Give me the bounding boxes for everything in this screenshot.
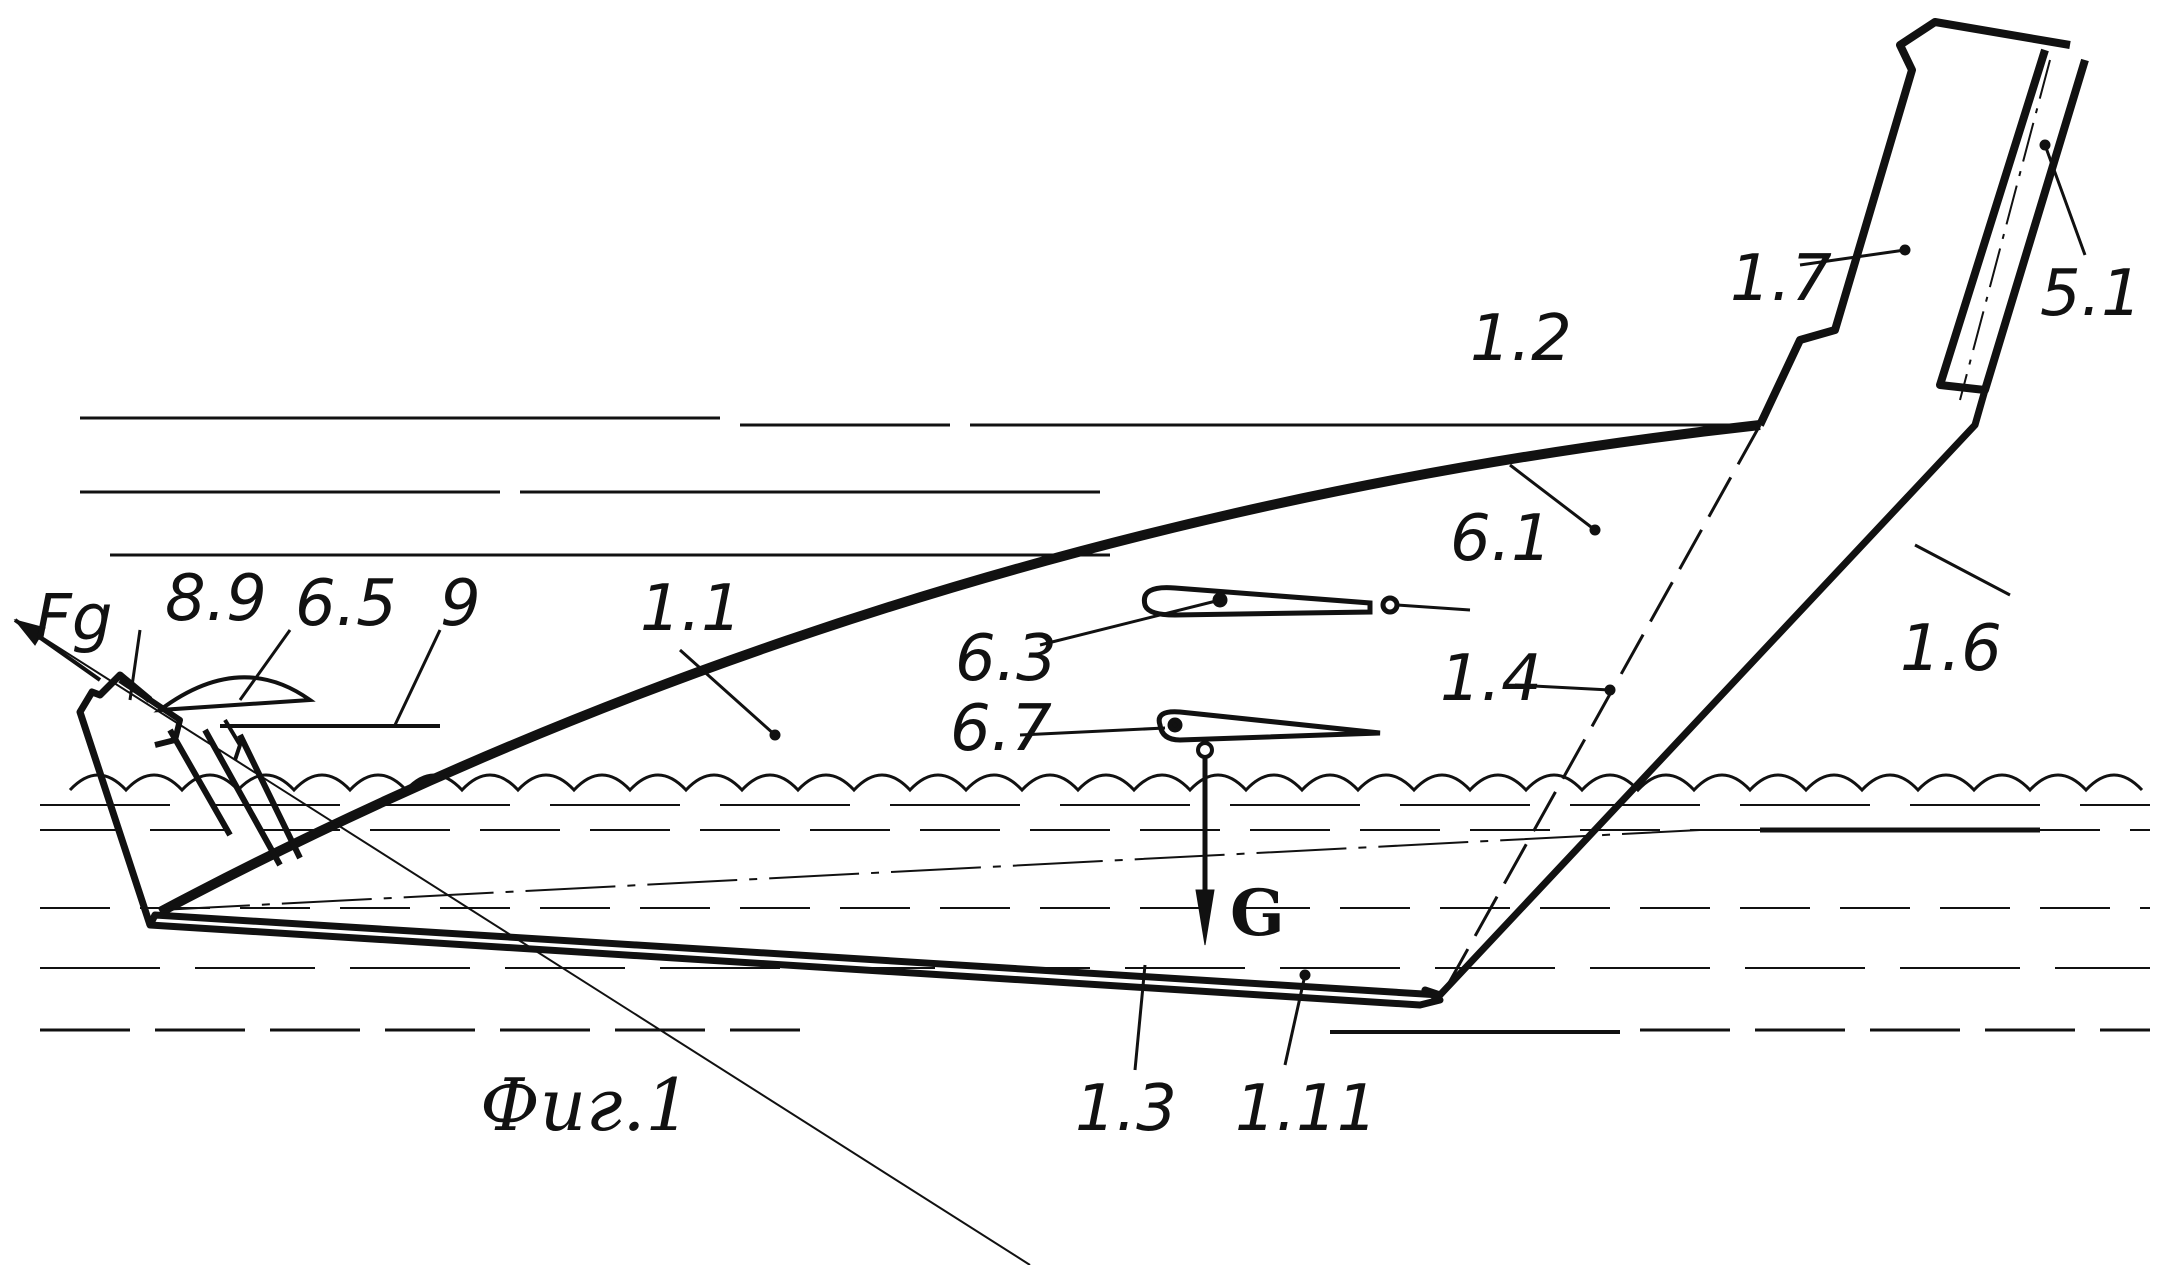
label-1-3: 1.3 bbox=[1075, 1072, 1177, 1146]
mast-front bbox=[1760, 22, 2070, 425]
pivot-6-1 bbox=[1383, 598, 1397, 612]
foil-6-5 bbox=[160, 677, 310, 710]
label-6-7: 6.7 bbox=[950, 692, 1052, 766]
force-line bbox=[15, 620, 1030, 1265]
wave-line bbox=[70, 775, 2142, 790]
label-fg: Fg bbox=[35, 582, 112, 656]
label-1-6: 1.6 bbox=[1900, 612, 2002, 686]
gravity-arrow bbox=[1196, 743, 1214, 945]
label-1-7: 1.7 bbox=[1730, 242, 1832, 316]
label-1-1: 1.1 bbox=[640, 572, 742, 646]
mast-back bbox=[1940, 50, 2085, 390]
label-9: 9 bbox=[440, 567, 481, 641]
label-6-1: 6.1 bbox=[1450, 502, 1552, 576]
label-8-9: 8.9 bbox=[165, 562, 267, 636]
label-6-5: 6.5 bbox=[295, 567, 397, 641]
label-1-11: 1.11 bbox=[1235, 1072, 1378, 1146]
label-1-4: 1.4 bbox=[1440, 642, 1542, 716]
label-g: G bbox=[1230, 876, 1285, 951]
label-6-3: 6.3 bbox=[955, 622, 1057, 696]
foil-6-7 bbox=[1159, 712, 1380, 740]
bow bbox=[80, 675, 150, 925]
figure-caption: Фиг.1 bbox=[480, 1063, 691, 1147]
label-1-2: 1.2 bbox=[1470, 302, 1572, 376]
label-5-1: 5.1 bbox=[2040, 257, 2142, 331]
